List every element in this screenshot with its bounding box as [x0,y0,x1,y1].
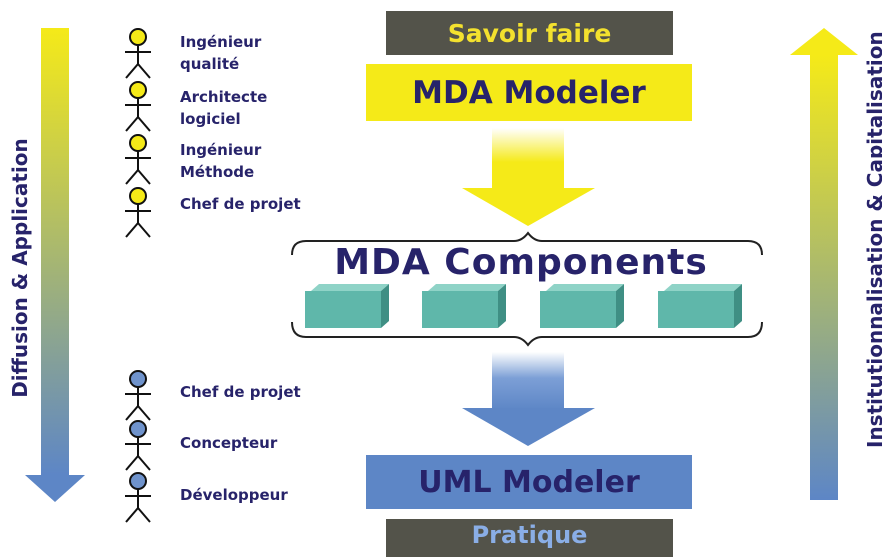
components-top-brace [291,231,763,256]
practitioner-label: Développeur [180,486,288,504]
actor-icon-blue [125,420,151,471]
institutionnalisation-capitalisation-label: Institutionnalisation & Capitalisation [863,31,882,448]
savoir-faire-label: Savoir faire [386,11,673,55]
component-block [658,284,742,328]
diffusion-application-label: Diffusion & Application [8,138,32,398]
actor-icon-blue [125,472,151,523]
capitalisation-arrow [790,28,858,500]
practitioner-label: Chef de projet [180,383,301,401]
mda-components-title: MDA Components [334,242,708,283]
practitioner-label: Concepteur [180,434,278,452]
actor-icon-yellow [125,28,151,79]
component-block [540,284,624,328]
component-block [305,284,389,328]
uml-modeler-box: UML Modeler [366,455,692,509]
actor-icon-yellow [125,81,151,132]
diffusion-arrow [25,28,85,502]
actor-icon-yellow [125,187,151,238]
actor-icon-yellow [125,134,151,185]
expert-label: Architecte logiciel [180,88,268,128]
mda-modeler-box: MDA Modeler [366,64,692,121]
components-to-uml-arrow [462,352,595,446]
expert-label: Ingénieur qualité [180,33,262,73]
component-block [422,284,506,328]
expert-label: Ingénieur Méthode [180,141,262,181]
pratique-label: Pratique [386,519,673,557]
expert-label: Chef de projet [180,195,301,213]
actor-icon-blue [125,370,151,421]
components-bottom-brace [291,321,763,347]
mda-to-components-arrow [462,128,595,226]
